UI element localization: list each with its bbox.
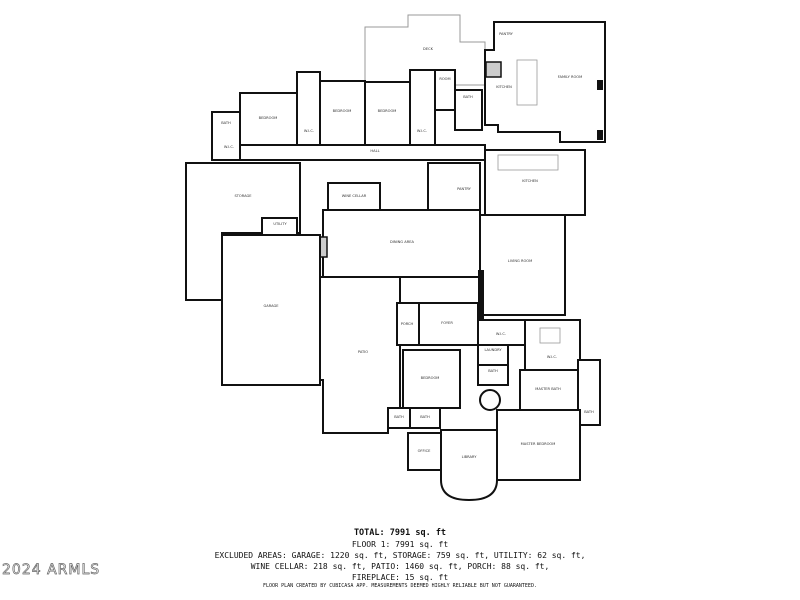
room-living (479, 214, 566, 316)
room-label: W.I.C. (417, 129, 427, 133)
column (597, 130, 603, 140)
room-utility (261, 217, 298, 236)
room-label: BEDROOM (259, 116, 278, 120)
room-label: BEDROOM (421, 376, 440, 380)
fireplace-1 (485, 61, 502, 78)
kitchen-island-1 (516, 59, 538, 106)
room-label: BATH (420, 415, 430, 419)
room-label: BEDROOM (378, 109, 397, 113)
room-label: PORCH (401, 322, 414, 326)
room-foyer (418, 302, 479, 346)
room-label: HALL (370, 149, 379, 153)
room-label: PATIO (358, 350, 368, 354)
room-label: FOYER (441, 321, 453, 325)
room-label: LIBRARY (462, 455, 478, 459)
room-master-bedroom (496, 409, 581, 481)
room-label: FAMILY ROOM (558, 75, 582, 79)
round-room (479, 389, 501, 411)
room-wic-4 (524, 319, 581, 371)
room-label: ROOM (439, 77, 450, 81)
room-label: UTILITY (273, 222, 287, 226)
room-label: STORAGE (234, 194, 252, 198)
room-label: LIVING ROOM (508, 259, 532, 263)
room-bath-5 (477, 364, 509, 386)
room-master-bath (519, 369, 579, 411)
room-label: KITCHEN (496, 85, 512, 89)
room-label: W.I.C. (496, 332, 506, 336)
watermark: 2024 ARMLS (2, 562, 101, 579)
room-bath-1 (211, 111, 241, 161)
room-label: BEDROOM (333, 109, 352, 113)
room-label: WINE CELLAR (342, 194, 367, 198)
credit-note: FLOOR PLAN CREATED BY CUBICASA APP. MEAS… (263, 583, 537, 589)
room-hall (239, 144, 486, 161)
room-label: W.I.C. (547, 355, 557, 359)
room-label: W.I.C. (224, 145, 234, 149)
room-powder (434, 69, 456, 111)
room-dining (322, 209, 481, 278)
room-label: DECK (423, 47, 434, 51)
room-label: BATH (221, 121, 231, 125)
room-label: W.I.C. (304, 129, 314, 133)
room-bedroom-3 (364, 81, 411, 149)
room-wic-2 (409, 69, 436, 149)
room-label: OFFICE (418, 449, 432, 453)
room-bath-4 (409, 407, 441, 429)
room-label: BATH (394, 415, 404, 419)
room-label: BATH (584, 410, 594, 414)
kitchen-island-2 (497, 154, 559, 171)
excluded-areas-line1: EXCLUDED AREAS: GARAGE: 1220 sq. ft, STO… (214, 551, 586, 560)
room-label: BATH (463, 95, 473, 99)
room-label: LAUNDRY (484, 348, 502, 352)
wall-pillar (478, 270, 484, 320)
room-bedroom-2 (319, 80, 366, 149)
room-label: DINING AREA (390, 240, 414, 244)
room-library (440, 429, 498, 502)
room-label: MASTER BEDROOM (521, 442, 556, 446)
room-kitchen-2 (484, 149, 586, 216)
room-garage (221, 234, 321, 386)
room-label: MASTER BATH (535, 387, 561, 391)
room-bedroom-1 (239, 92, 298, 149)
room-office (407, 432, 442, 471)
wic-island (539, 327, 561, 344)
excluded-areas-line3: FIREPLACE: 15 sq. ft (351, 573, 449, 582)
total-area: TOTAL: 7991 sq. ft (353, 528, 447, 538)
room-bath-6 (577, 359, 601, 426)
room-label: BATH (488, 369, 498, 373)
column (597, 80, 603, 90)
room-label: PANTRY (457, 187, 472, 191)
room-bath-2 (454, 89, 483, 131)
excluded-areas-line2: WINE CELLAR: 218 sq. ft, PATIO: 1460 sq.… (250, 562, 550, 571)
room-label: GARAGE (263, 304, 279, 308)
room-label: KITCHEN (522, 179, 538, 183)
floor1-area: FLOOR 1: 7991 sq. ft (351, 540, 449, 549)
room-kitchen-family (484, 21, 606, 143)
room-wic-1 (296, 71, 321, 149)
room-storage (185, 162, 301, 301)
room-pantry-2 (427, 162, 481, 211)
room-label: PANTRY (499, 32, 514, 36)
